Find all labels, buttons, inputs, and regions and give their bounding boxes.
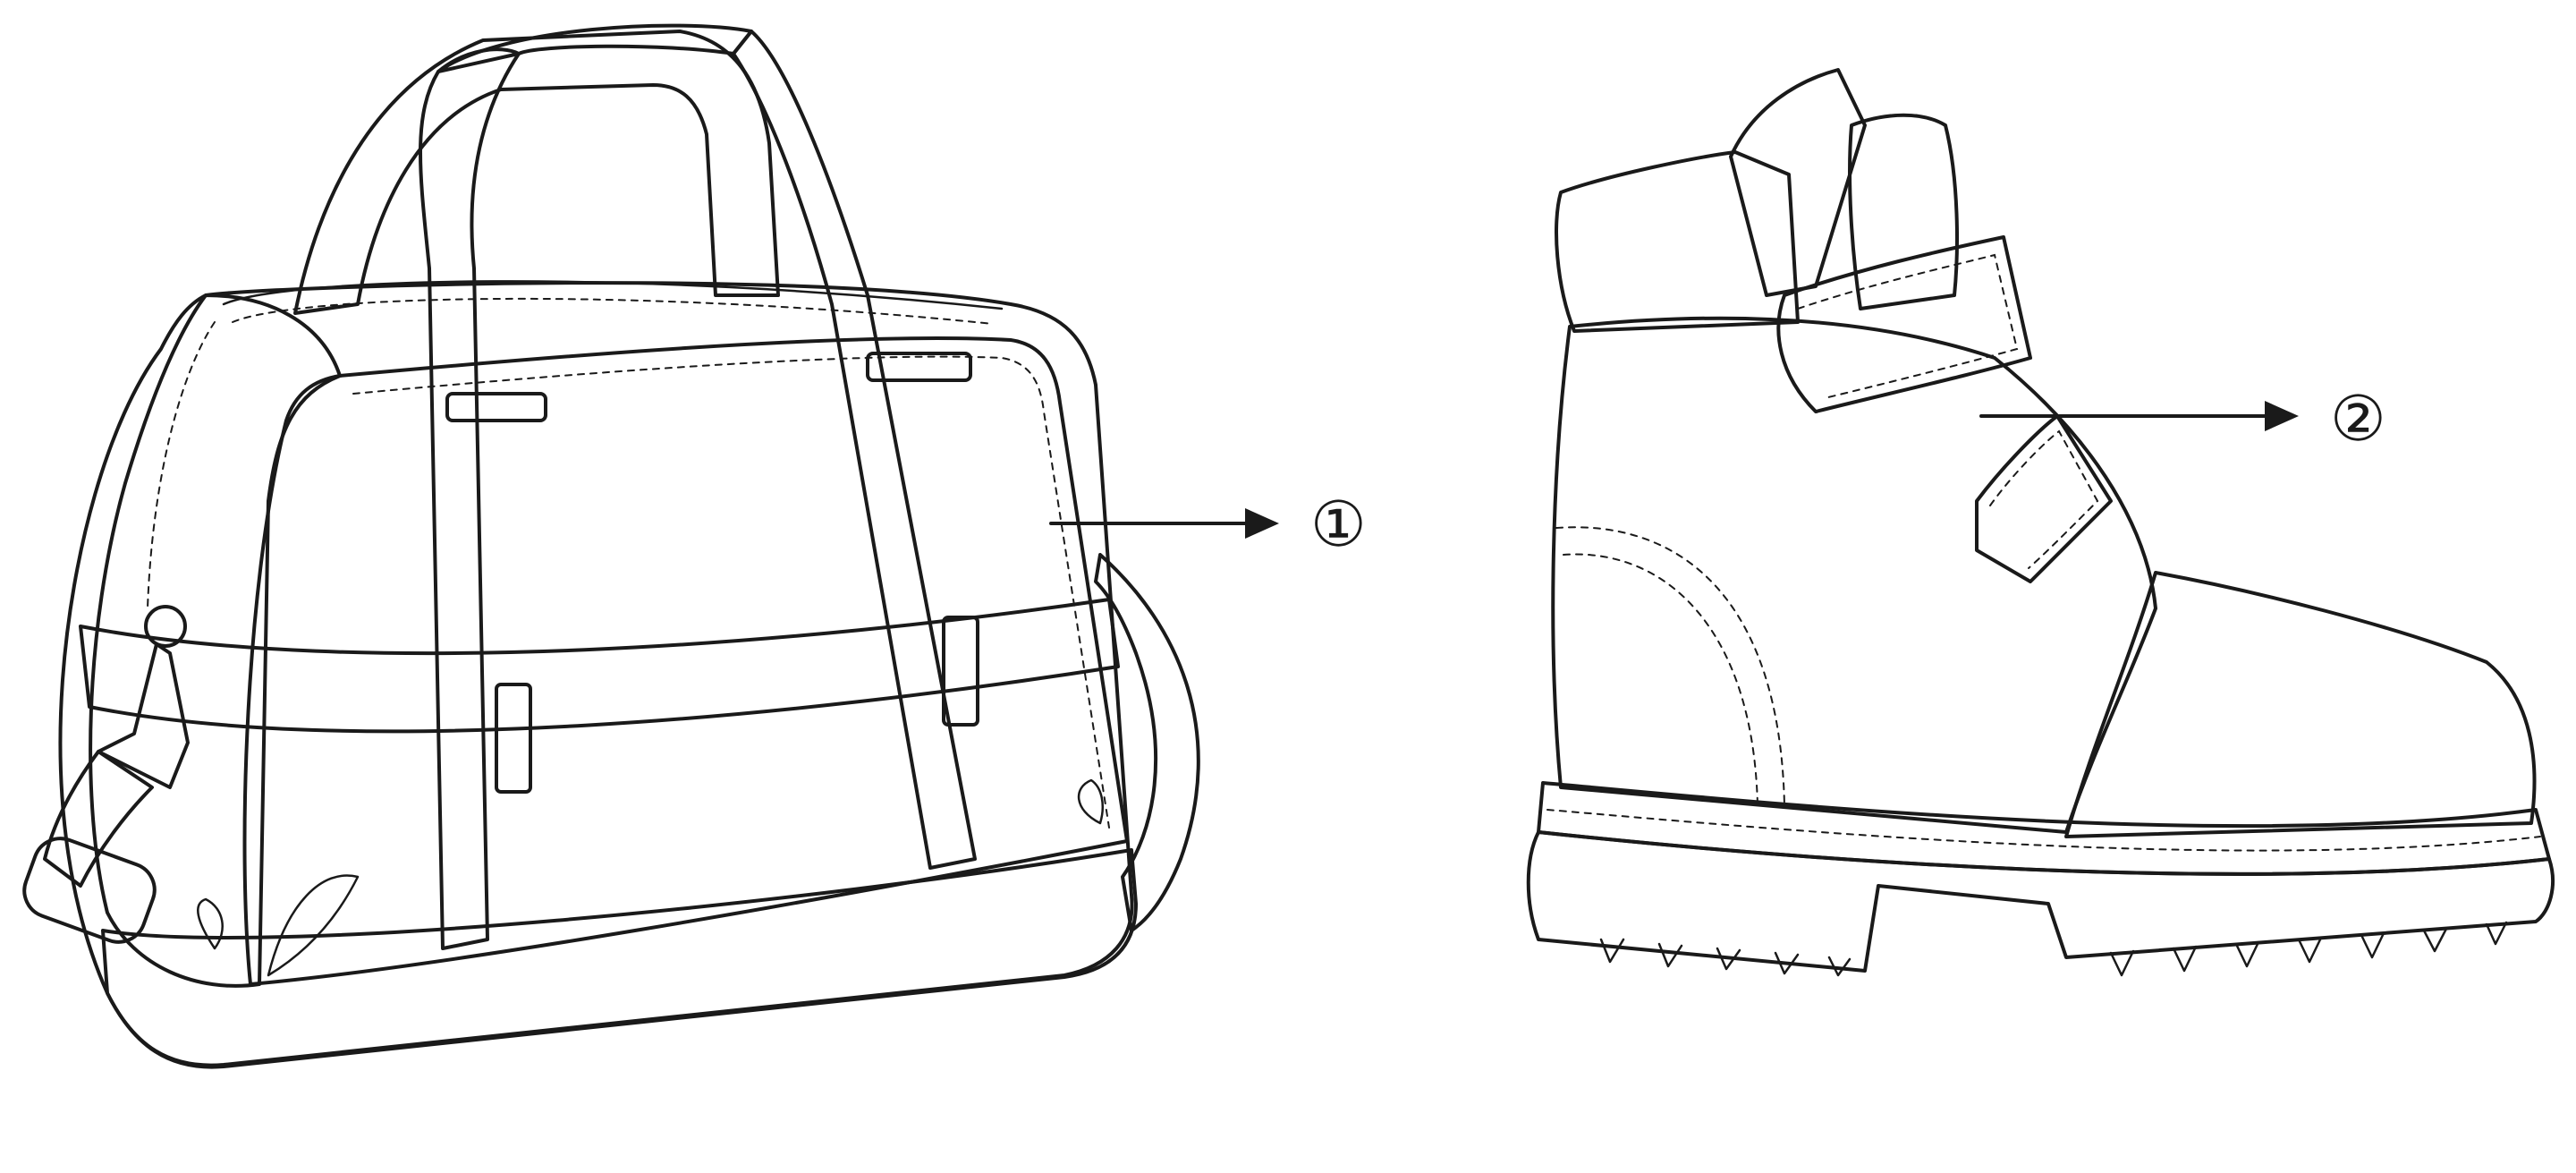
- bag-shoulder-strap-right: [1094, 553, 1200, 932]
- bag-strap-hook: [97, 642, 190, 789]
- bag-zipper-stitch: [232, 297, 994, 325]
- boot-tread-lugs-forefoot: [2109, 921, 2508, 977]
- bag-belt-strap: [79, 598, 1120, 734]
- callout-2-arrowhead: [2265, 401, 2299, 431]
- boot-strap-upper: [1776, 235, 2032, 413]
- boot-tongue: [1729, 68, 1867, 297]
- bag-handle-right-strap: [732, 30, 977, 870]
- callout-2-label: ②: [2330, 382, 2386, 455]
- boot-strap-lower: [1975, 414, 2113, 583]
- boot-outsole: [1526, 830, 2555, 973]
- bag-body: [58, 281, 1134, 1067]
- bag-back-handle: [293, 30, 780, 315]
- bag-belt-loop-left: [495, 683, 532, 794]
- boot-tread-lugs-heel: [1599, 938, 1852, 977]
- boot-quarter-stitch-2: [1563, 553, 1758, 806]
- boot-quarter: [1551, 316, 2157, 834]
- bag-panel-ornament-left-small: [197, 897, 224, 950]
- bag-handle-keeper-left: [445, 392, 547, 422]
- bag-front-panel-stitch: [352, 355, 1110, 829]
- boot-quarter-stitch: [1555, 526, 1785, 806]
- bag-base: [101, 848, 1138, 1069]
- callout-1-label: ①: [1310, 488, 1367, 561]
- boot-toe-cap: [2064, 571, 2537, 838]
- bag-handle-top: [436, 23, 753, 73]
- bag-shoulder-strap-left: [43, 750, 154, 888]
- bag-zipper: [222, 280, 1004, 310]
- bag-handle-keeper-right: [866, 352, 972, 382]
- boot-collar: [1555, 150, 1800, 333]
- bag-zipper-side: [147, 321, 216, 609]
- callout-1-arrowhead: [1245, 508, 1279, 539]
- bag-strap-ring: [144, 605, 187, 648]
- bag-handle-left-strap: [419, 47, 521, 950]
- boot-welt-stitch: [1546, 809, 2541, 852]
- boot-illustration: ②: [1526, 68, 2555, 977]
- bag-panel-ornament-right: [1077, 778, 1104, 825]
- bag-belt-loop-right: [942, 616, 979, 727]
- boot-upper-gray: [1848, 113, 1959, 310]
- bag-strap-buckle: [22, 837, 157, 944]
- bag-side-gusset: [89, 293, 342, 988]
- bag-panel-ornament-left: [267, 874, 360, 977]
- bag-front-panel: [242, 336, 1129, 986]
- boot-strap-lower-stitch: [1989, 429, 2099, 569]
- boot-strap-upper-stitch: [1797, 253, 2019, 399]
- bag-illustration: ①: [22, 23, 1367, 1069]
